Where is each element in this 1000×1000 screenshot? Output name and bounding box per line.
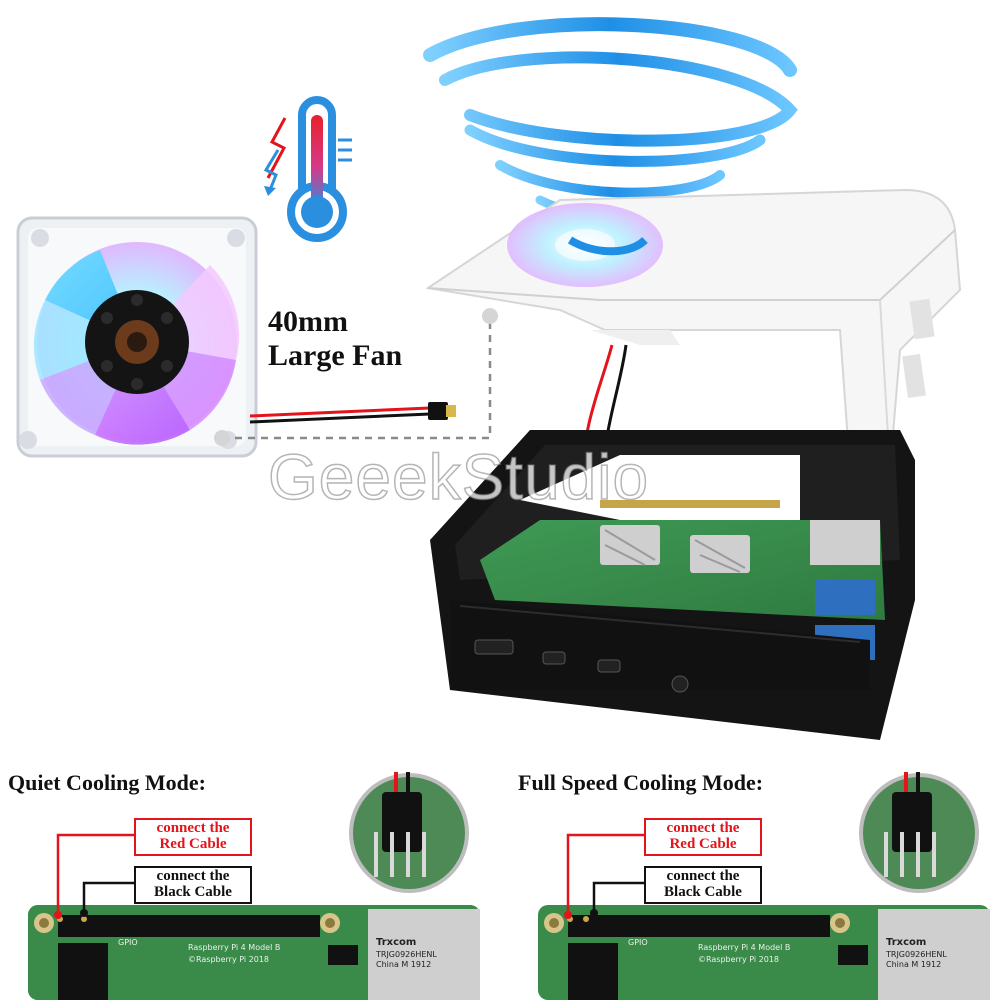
quiet-mode-connector-closeup xyxy=(349,772,469,893)
fan-label-line-2: Large Fan xyxy=(268,339,403,372)
board-gpio-text: GPIO xyxy=(628,938,648,947)
full-speed-red-cable-callout: connect the Red Cable xyxy=(644,818,762,856)
full-speed-black-cable-callout: connect the Black Cable xyxy=(644,866,762,904)
board-model-text: Raspberry Pi 4 Model B xyxy=(698,943,790,952)
watermark: GeeekStudio xyxy=(267,440,650,514)
board-copyright-text: ©Raspberry Pi 2018 xyxy=(698,955,779,964)
jack-part-text: TRJG0926HENL xyxy=(375,950,437,959)
jack-origin-text: China M 1912 xyxy=(886,960,941,969)
black-case-base xyxy=(430,430,915,740)
board-gpio-text: GPIO xyxy=(118,938,138,947)
board-model-text: Raspberry Pi 4 Model B xyxy=(188,943,280,952)
quiet-black-cable-callout: connect the Black Cable xyxy=(134,866,252,904)
callout-line-2: Red Cable xyxy=(669,836,737,852)
fan-size-label: 40mm Large Fan xyxy=(268,305,402,373)
callout-line-1: connect the xyxy=(156,820,230,836)
callout-line-1: connect the xyxy=(156,868,230,884)
callout-leader-lines xyxy=(54,833,644,919)
fan-cable xyxy=(249,402,456,424)
quiet-red-cable-callout: connect the Red Cable xyxy=(134,818,252,856)
board-copyright-text: ©Raspberry Pi 2018 xyxy=(188,955,269,964)
jack-origin-text: China M 1912 xyxy=(376,960,431,969)
callout-line-1: connect the xyxy=(666,820,740,836)
full-speed-connector-closeup xyxy=(859,772,979,893)
callout-line-2: Black Cable xyxy=(154,884,232,900)
jack-part-text: TRJG0926HENL xyxy=(885,950,947,959)
product-illustration xyxy=(16,17,962,740)
jack-brand-text: Trxcom xyxy=(886,937,926,948)
thermometer-icon xyxy=(263,96,352,242)
full-speed-mode-title: Full Speed Cooling Mode: xyxy=(518,770,764,795)
quiet-mode-title: Quiet Cooling Mode: xyxy=(8,770,206,795)
fan-image xyxy=(16,216,258,458)
full-speed-mode-board: Raspberry Pi 4 Model B ©Raspberry Pi 201… xyxy=(538,905,990,1000)
quiet-mode-board: Raspberry Pi 4 Model B ©Raspberry Pi 201… xyxy=(28,905,480,1000)
jack-brand-text: Trxcom xyxy=(376,937,416,948)
callout-line-2: Black Cable xyxy=(664,884,742,900)
white-case-lid xyxy=(425,188,962,471)
fan-label-line-1: 40mm xyxy=(268,305,348,338)
callout-line-2: Red Cable xyxy=(159,836,227,852)
callout-line-1: connect the xyxy=(666,868,740,884)
